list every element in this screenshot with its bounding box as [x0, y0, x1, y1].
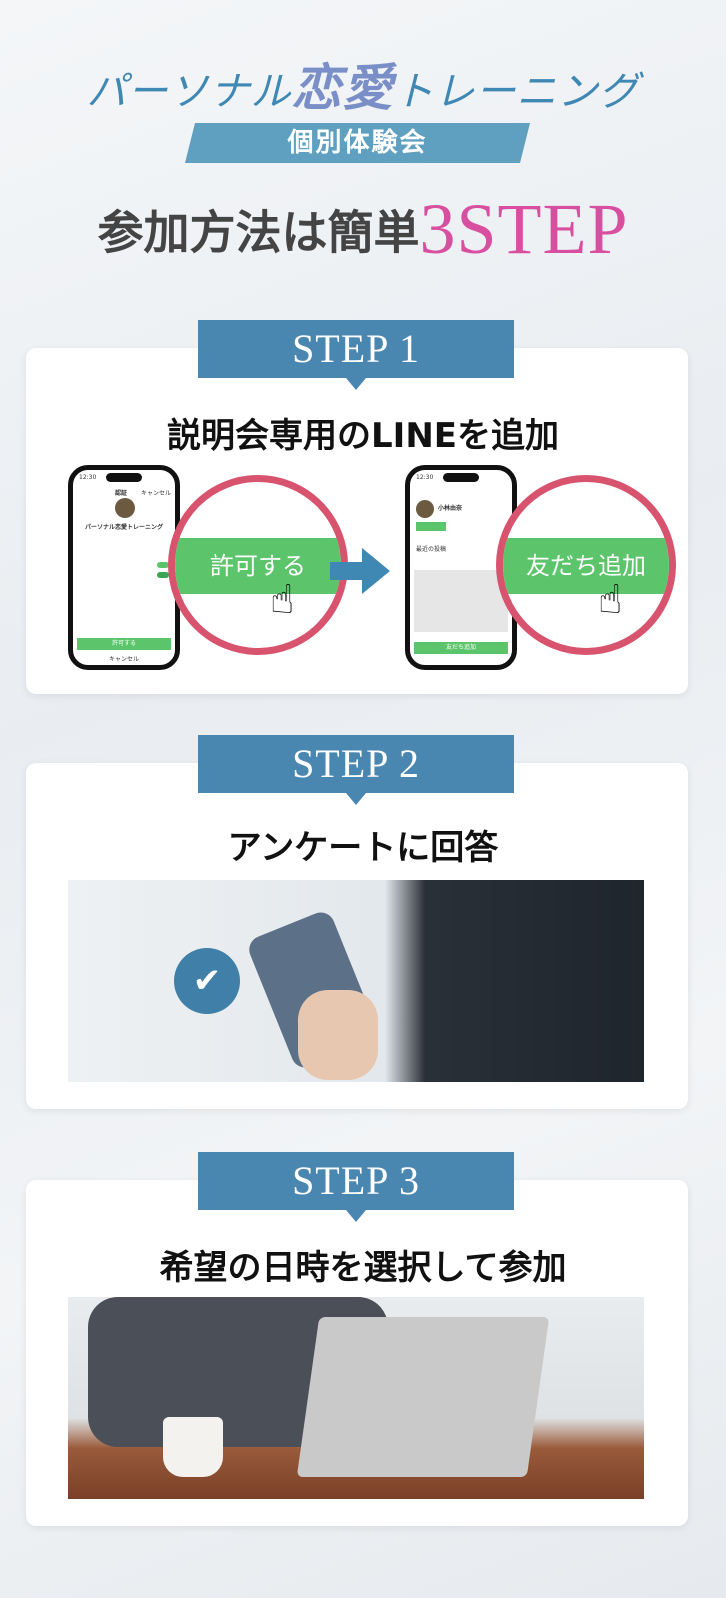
step-3-label: STEP 3 [198, 1152, 514, 1222]
callout-allow: 許可する ☝ [168, 475, 348, 655]
headline-text: 参加方法は簡単 [97, 205, 420, 260]
phone-allow-button: 許可する [77, 638, 171, 650]
title-love: 恋愛 [291, 58, 394, 117]
title-part: パーソナル [86, 69, 292, 115]
phone-time: 12:30 [79, 474, 97, 481]
phone-cancel: キャンセル [140, 490, 171, 497]
toggle [157, 572, 169, 578]
phone-add-button: 友だち追加 [414, 642, 508, 654]
arrow-right-icon [330, 548, 390, 594]
phone-add-small [416, 522, 446, 531]
phone-mockup-consent: 12:30 認証 キャンセル パーソナル恋愛トレーニング 許可する キャンセル [68, 465, 180, 670]
phone-cancel-bottom: キャンセル [108, 656, 139, 663]
check-icon: ✔ [174, 948, 240, 1014]
hand-pointer-icon: ☝ [270, 577, 295, 623]
phone-time: 12:30 [416, 474, 434, 481]
step-2-label: STEP 2 [198, 735, 514, 805]
title-part: トレーニング [393, 69, 640, 115]
survey-photo: ✔ [68, 880, 644, 1082]
callout-add-friend: 友だち追加 ☝ [496, 475, 676, 655]
phone-header: 認証 [115, 490, 128, 497]
phone-mockup-add-friend: 12:30 小林由奈 最近の投稿 友だち追加 [405, 465, 517, 670]
step-1-title: 説明会専用のLINEを追加 [167, 416, 559, 456]
avatar [115, 498, 135, 518]
phone-post-area [414, 570, 508, 632]
phone-account-name: 小林由奈 [438, 505, 463, 512]
hand-pointer-icon: ☝ [598, 577, 623, 623]
headline: 参加方法は簡単3STEP [0, 188, 726, 271]
phone-account-name: パーソナル恋愛トレーニング [84, 524, 163, 531]
hand-image [298, 990, 378, 1080]
cup-image [163, 1417, 223, 1477]
laptop-photo [68, 1297, 644, 1499]
page-title: パーソナル恋愛トレーニング [0, 48, 726, 120]
step-1-label: STEP 1 [198, 320, 514, 390]
toggle [157, 562, 169, 568]
headline-accent: 3STEP [419, 189, 629, 269]
phone-tab: 最近の投稿 [416, 546, 447, 553]
callout-allow-label: 許可する [175, 538, 341, 594]
step-3-title: 希望の日時を選択して参加 [159, 1248, 567, 1288]
badge-label: 個別体験会 [287, 128, 428, 158]
avatar [416, 500, 434, 518]
step-2-title: アンケートに回答 [227, 828, 499, 868]
callout-add-friend-label: 友だち追加 [503, 538, 669, 594]
laptop-image [296, 1317, 550, 1477]
